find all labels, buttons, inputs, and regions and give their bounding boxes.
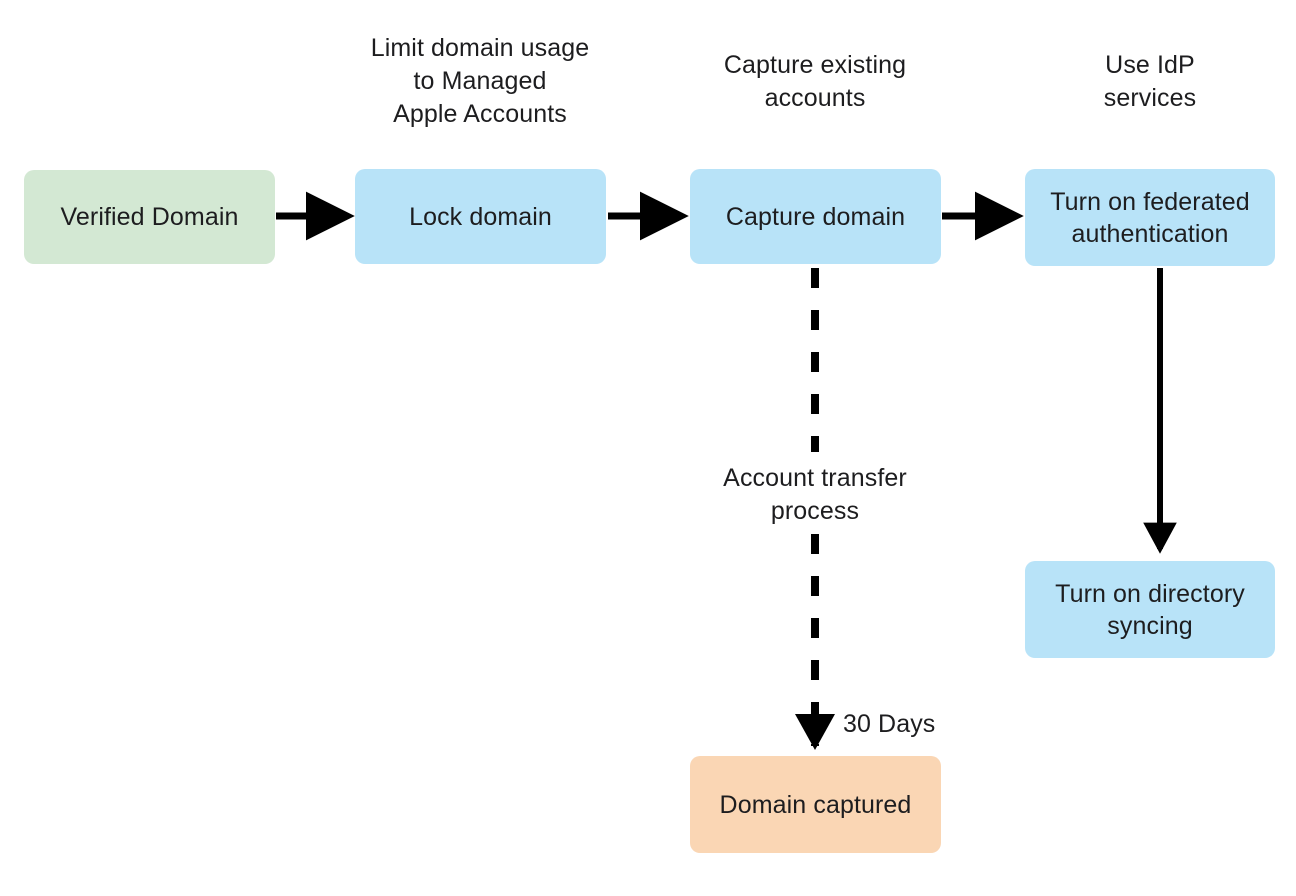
caption-capture-domain: Capture existing accounts bbox=[723, 51, 907, 112]
node-verified-domain[interactable]: Verified Domain bbox=[24, 170, 275, 264]
edge-captured-arrowhead bbox=[795, 714, 835, 750]
caption-federated-auth: Use IdP services bbox=[1103, 51, 1197, 112]
node-domain-captured[interactable]: Domain captured bbox=[690, 756, 941, 853]
node-lock-domain[interactable]: Lock domain bbox=[355, 169, 606, 264]
label-thirty-days: 30 Days bbox=[843, 708, 1003, 741]
node-capture-domain[interactable]: Capture domain bbox=[690, 169, 941, 264]
caption-lock-domain: Limit domain usage to Managed Apple Acco… bbox=[370, 34, 590, 128]
node-federated-authentication[interactable]: Turn on federated authentication bbox=[1025, 169, 1275, 266]
node-directory-syncing[interactable]: Turn on directory syncing bbox=[1025, 561, 1275, 658]
label-account-transfer: Account transfer process bbox=[655, 462, 975, 528]
